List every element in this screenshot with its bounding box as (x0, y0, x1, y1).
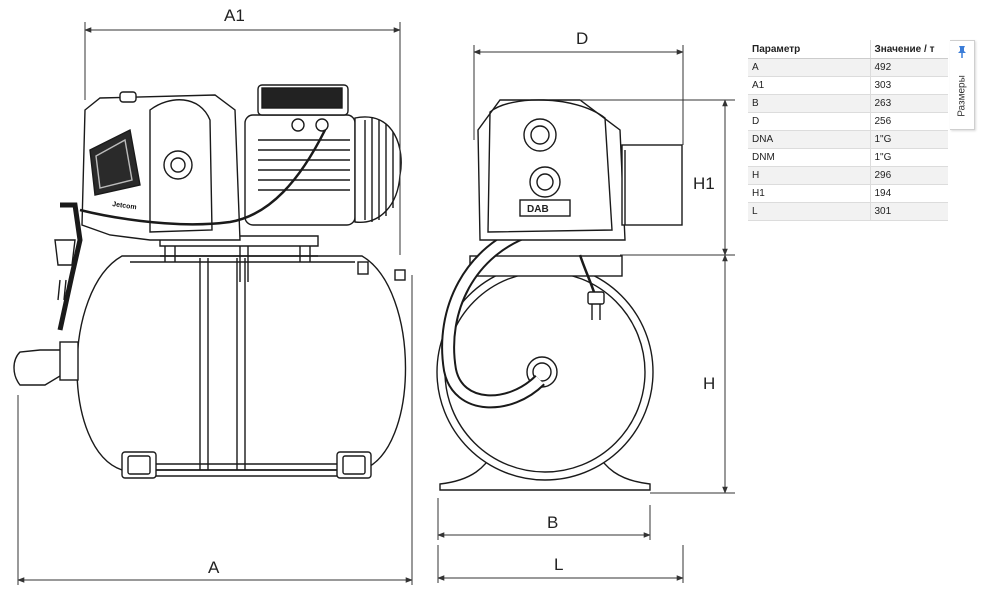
spec-param: DNA (748, 130, 870, 149)
spec-param: H (748, 166, 870, 185)
spec-header-row: Параметр Значение / т (748, 40, 948, 59)
inlet-pipe-side (13, 202, 83, 386)
dim-label-l: L (554, 555, 563, 574)
spec-value: 256 (869, 112, 948, 131)
spec-header-parameter[interactable]: Параметр (748, 40, 870, 59)
spec-param: A (748, 58, 870, 77)
spec-value: 296 (869, 166, 948, 185)
spec-param: H1 (748, 184, 870, 203)
spec-param: D (748, 112, 870, 131)
spec-value: 303 (869, 76, 948, 95)
dim-label-a1: A1 (224, 6, 245, 25)
pin-icon[interactable] (955, 45, 969, 59)
tank-side (76, 255, 407, 471)
dim-label-h1: H1 (693, 174, 715, 193)
front-view: DAB (436, 99, 683, 491)
spec-value: 1"G (869, 148, 948, 167)
pump-front: DAB (477, 99, 683, 241)
spec-param: DNM (748, 148, 870, 167)
spec-value: 1"G (869, 130, 948, 149)
dim-label-h: H (703, 374, 715, 393)
spec-param: L (748, 202, 870, 221)
sizes-tab[interactable]: Размеры (954, 67, 970, 125)
power-cable-side (79, 129, 327, 226)
spec-param: A1 (748, 76, 870, 95)
dimension-labels: A1 A D B L H1 H (208, 6, 715, 577)
pump-body-side: Jetcom (81, 91, 241, 241)
tank-feet (121, 451, 372, 479)
spec-header-value[interactable]: Значение / т (869, 40, 948, 59)
spec-value: 194 (869, 184, 948, 203)
svg-text:Jetcom: Jetcom (112, 201, 137, 211)
dim-label-d: D (576, 29, 588, 48)
spec-param: B (748, 94, 870, 113)
spec-value: 492 (869, 58, 948, 77)
plug-front (578, 254, 605, 320)
side-view: Jetcom (13, 84, 407, 479)
side-panel-tab: Размеры (950, 40, 975, 130)
sizes-tab-label: Размеры (956, 75, 968, 117)
pump-brand-mark: DAB (527, 204, 549, 215)
tank-front (436, 255, 654, 481)
spec-value: 301 (869, 202, 948, 221)
dim-label-a: A (208, 558, 220, 577)
spec-value: 263 (869, 94, 948, 113)
dimension-lines (17, 22, 735, 585)
dim-label-b: B (547, 513, 558, 532)
